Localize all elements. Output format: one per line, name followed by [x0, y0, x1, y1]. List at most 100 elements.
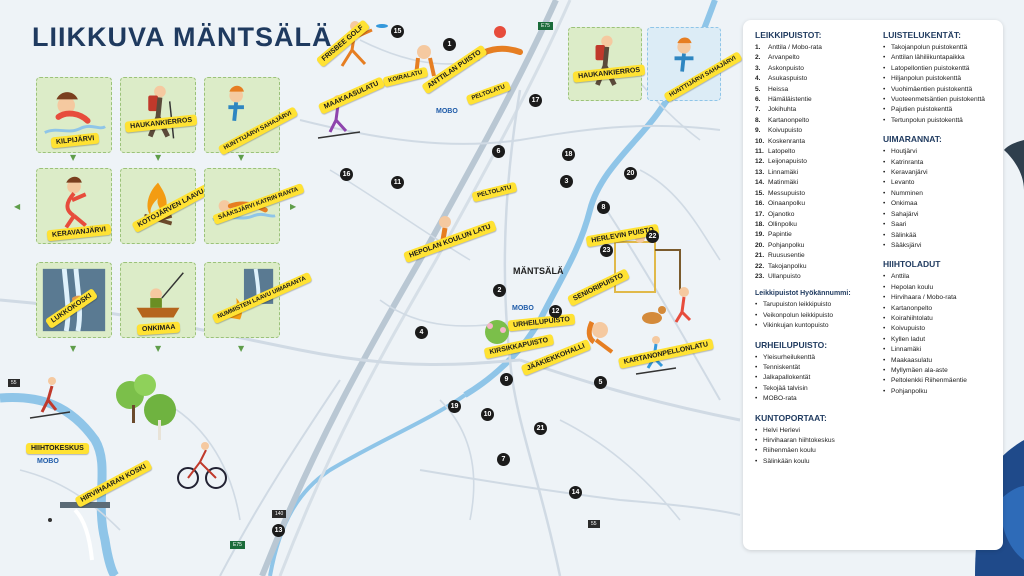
arrow-down-icon: ▼ — [155, 153, 162, 162]
town-name: MÄNTSÄLÄ — [513, 266, 564, 276]
bullet-icon: • — [755, 437, 758, 444]
tile-saaksjarvi-katrin-ranta[interactable]: SÄÄKSJÄRVI KATRIN RANTA — [204, 168, 305, 244]
legend-item-name: Messupuisto — [768, 189, 806, 197]
bullet-icon: • — [883, 189, 886, 197]
bullet-icon: • — [883, 231, 886, 239]
legend-item-number: 19. — [755, 231, 765, 239]
tile-nummisten-laavu-uimaranta[interactable]: NUMMISTEN LAAVU UIMARANTA — [204, 262, 313, 338]
marker-12[interactable]: 12 — [549, 305, 562, 318]
legend-heading: UIMARANNAT: — [883, 134, 942, 145]
legend-item-name: Katrinranta — [891, 158, 924, 166]
label-hiihtokeskus[interactable]: HIIHTOKESKUS — [26, 443, 89, 454]
marker-22[interactable]: 22 — [646, 230, 659, 243]
mobo-logo: MOBO — [436, 108, 458, 115]
legend-group-kuntoportaat: KUNTOPORTAAT: •Helvi Herlevi•Hirvihaaran… — [755, 413, 877, 468]
marker-15[interactable]: 15 — [391, 25, 404, 38]
legend-item-name: Anttila / Mobo-rata — [768, 44, 822, 51]
marker-16[interactable]: 16 — [340, 168, 353, 181]
legend-item: 17.Ojanotko — [755, 210, 877, 220]
legend-item-name: Houtjärvi — [891, 148, 918, 156]
marker-13[interactable]: 13 — [272, 524, 285, 537]
marker-20[interactable]: 20 — [624, 167, 637, 180]
bullet-icon: • — [883, 75, 886, 83]
arrow-down-icon: ▼ — [155, 344, 162, 353]
legend-item: • Kyllen ladut — [883, 335, 998, 345]
legend-heading: HIIHTOLADUT — [883, 259, 941, 270]
legend-item-name: Vuoteenmetsäntien puistokenttä — [891, 96, 985, 104]
legend-item: 10.Koskenranta — [755, 137, 877, 147]
legend-item-number: 14. — [755, 179, 765, 187]
tile-hunttijarvi-sahajarvi[interactable]: HUNTTIJÄRVI SAHAJÄRVI — [204, 77, 299, 156]
marker-23[interactable]: 23 — [600, 244, 613, 257]
road-sign: 140 — [272, 510, 287, 518]
marker-3[interactable]: 3 — [560, 175, 573, 188]
tile-kilpijarvi[interactable]: KILPIJÄRVI — [36, 77, 112, 153]
legend-item: •Pohjanpolku — [883, 387, 998, 397]
tile-haukankierros-top[interactable]: HAUKANKIERROS — [568, 27, 646, 101]
legend-item: •Hepolan koulu — [883, 283, 998, 293]
legend-item: • Sääksjärvi — [883, 241, 998, 251]
marker-17[interactable]: 17 — [529, 94, 542, 107]
marker-18[interactable]: 18 — [562, 148, 575, 161]
tile-kotojarven-laavu[interactable]: KOTOJÄRVEN LAAVU — [120, 168, 211, 244]
bullet-icon: • — [883, 241, 886, 249]
legend-item: 7. Jokihuhta — [755, 105, 877, 115]
legend-item-name: Tertunpolun puistokenttä — [891, 116, 963, 124]
tile-lukkokoski[interactable]: LUKKOKOSKI — [36, 262, 112, 338]
marker-4[interactable]: 4 — [415, 326, 428, 339]
bullet-icon: • — [883, 158, 886, 166]
legend-item-number: 7. — [755, 106, 761, 114]
marker-6[interactable]: 6 — [492, 145, 505, 158]
marker-21[interactable]: 21 — [534, 422, 547, 435]
legend-item-name: Sahajärvi — [891, 210, 919, 218]
legend-item-name: Ullanpuisto — [768, 272, 801, 280]
legend-item: • Tertunpolun puistokenttä — [883, 116, 998, 126]
legend-item-name: Riihenmäen koulu — [763, 447, 816, 455]
road-sign: E75 — [230, 541, 245, 549]
marker-1[interactable]: 1 — [443, 38, 456, 51]
bullet-icon: • — [883, 116, 886, 124]
legend-group-hyokannummi: Leikkipuistot Hyökännummi: •Tarupuiston … — [755, 290, 877, 331]
legend-item-name: Oinaanpolku — [768, 200, 806, 208]
marker-7[interactable]: 7 — [497, 453, 510, 466]
mobo-logo: MOBO — [512, 305, 534, 312]
legend-item: 14.Matinmäki — [755, 178, 877, 188]
bullet-icon: • — [755, 384, 758, 392]
legend-item-name: Numminen — [891, 189, 923, 197]
legend-item-name: Peltolenkki Riihenmäentie — [891, 377, 967, 385]
bullet-icon: • — [883, 335, 886, 343]
legend-item: •Peltolenkki Riihenmäentie — [883, 376, 998, 386]
marker-10[interactable]: 10 — [481, 408, 494, 421]
tile-keravanjarvi[interactable]: KERAVANJÄRVI — [36, 168, 112, 244]
legend-item-name: Kyllen ladut — [891, 335, 926, 343]
bullet-icon: • — [755, 395, 758, 403]
marker-5[interactable]: 5 — [594, 376, 607, 389]
marker-19[interactable]: 19 — [448, 400, 461, 413]
marker-9[interactable]: 9 — [500, 373, 513, 386]
bullet-icon: • — [883, 54, 886, 62]
bullet-icon: • — [755, 311, 758, 319]
legend-item-number: 17. — [755, 210, 765, 218]
marker-2[interactable]: 2 — [493, 284, 506, 297]
bullet-icon: • — [883, 96, 886, 104]
bullet-icon: • — [883, 64, 886, 72]
bullet-icon: • — [883, 85, 886, 93]
legend-item: •Hirvihaara / Mobo-rata — [883, 293, 998, 303]
marker-14[interactable]: 14 — [569, 486, 582, 499]
legend-item: • Vuoteenmetsäntien puistokenttä — [883, 95, 998, 105]
legend-item: 23.Ullanpuisto — [755, 272, 877, 282]
legend-item-name: Tekojää talvisin — [763, 384, 808, 392]
bullet-icon: • — [883, 148, 886, 156]
legend-item-name: Koirahiihtolatu — [891, 314, 933, 322]
marker-11[interactable]: 11 — [391, 176, 404, 189]
legend-item: 18.Ollinpolku — [755, 220, 877, 230]
marker-8[interactable]: 8 — [597, 201, 610, 214]
legend-item-name: Sääksjärvi — [891, 241, 922, 249]
legend-item-name: Jokihuhta — [768, 106, 797, 114]
arrow-left-icon: ◀ — [14, 202, 21, 211]
legend-item-number: 22. — [755, 262, 765, 270]
tile-haukankierros[interactable]: HAUKANKIERROS — [120, 77, 198, 153]
tile-hunttijarvi-top[interactable]: HUNTTIJÄRVI SAHAJÄRVI — [647, 27, 743, 103]
tile-onkimaa[interactable]: ONKIMAA — [120, 262, 196, 338]
